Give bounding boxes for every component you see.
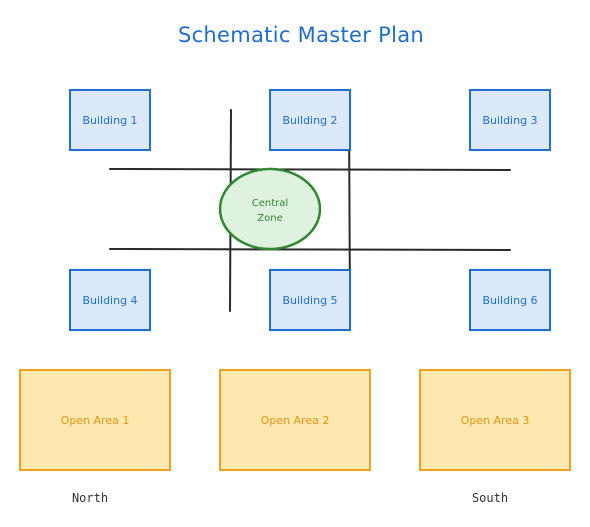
building-6[interactable]: Building 6 (469, 269, 551, 331)
building-label: Building 1 (82, 114, 137, 127)
building-2[interactable]: Building 2 (269, 89, 351, 151)
building-label: Building 4 (82, 294, 137, 307)
building-shape (69, 269, 151, 331)
open-area-shape (19, 369, 171, 471)
road-horizontal-south (109, 248, 511, 251)
open-area-3[interactable]: Open Area 3 (419, 369, 571, 471)
central-zone-shape (218, 167, 322, 251)
open-area-label: Open Area 1 (61, 414, 130, 427)
building-4[interactable]: Building 4 (69, 269, 151, 331)
open-area-2[interactable]: Open Area 2 (219, 369, 371, 471)
building-shape (469, 269, 551, 331)
building-label: Building 6 (482, 294, 537, 307)
open-area-label: Open Area 3 (461, 414, 530, 427)
open-area-label: Open Area 2 (261, 414, 330, 427)
north-label: North (72, 491, 108, 505)
central-zone-label-line2: Zone (257, 213, 282, 224)
central-zone-label-line1: Central (252, 198, 288, 209)
building-5[interactable]: Building 5 (269, 269, 351, 331)
building-shape (269, 269, 351, 331)
building-shape (269, 89, 351, 151)
south-label: South (472, 491, 508, 505)
building-1[interactable]: Building 1 (69, 89, 151, 151)
building-label: Building 2 (282, 114, 337, 127)
building-label: Building 3 (482, 114, 537, 127)
open-area-shape (419, 369, 571, 471)
open-area-1[interactable]: Open Area 1 (19, 369, 171, 471)
open-areas: Open Area 1 Open Area 2 Open Area 3 (19, 369, 571, 471)
building-shape (469, 89, 551, 151)
central-zone[interactable]: Central Zone (218, 167, 322, 251)
building-3[interactable]: Building 3 (469, 89, 551, 151)
building-shape (69, 89, 151, 151)
building-label: Building 5 (282, 294, 337, 307)
diagram-title: Schematic Master Plan (178, 23, 424, 47)
open-area-shape (219, 369, 371, 471)
road-horizontal-north (109, 168, 511, 171)
buildings: Building 1 Building 2 Building 3 Buildin… (69, 89, 551, 331)
